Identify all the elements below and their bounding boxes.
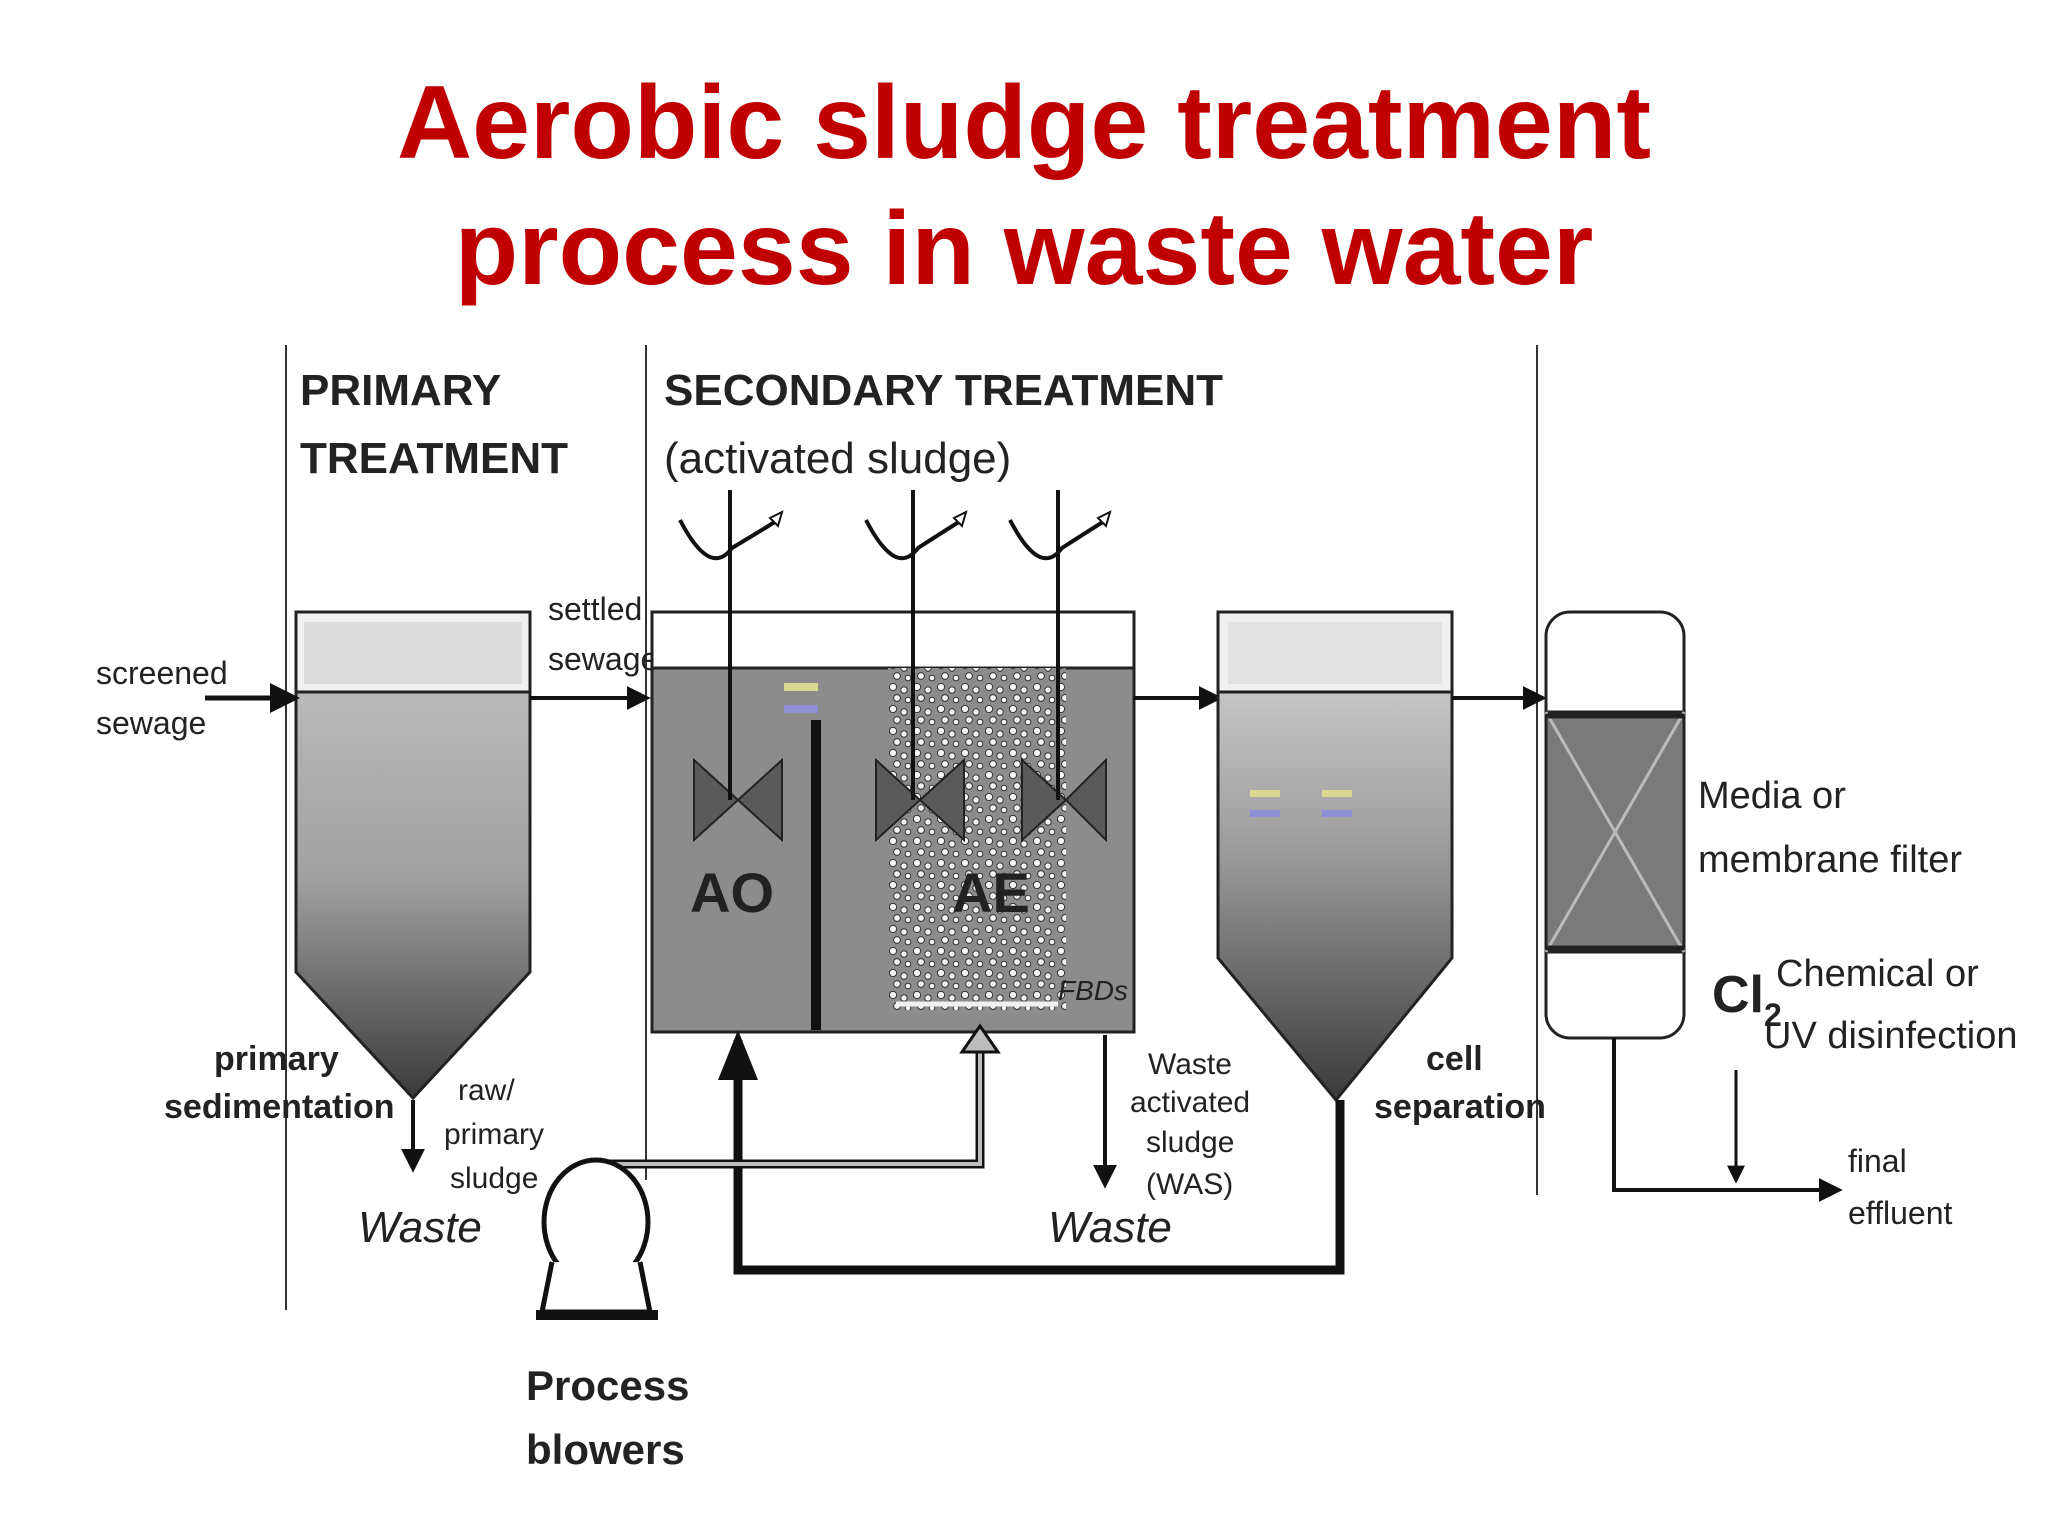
settled-sewage-label-2: sewage <box>548 641 658 677</box>
disinfection-label: Chemical or <box>1776 953 1979 995</box>
final-effluent-label: final <box>1848 1143 1907 1179</box>
mixer-arrowheads <box>768 510 1112 528</box>
filter-label: Media or <box>1698 775 1846 817</box>
was-label-3: sludge <box>1146 1126 1234 1159</box>
ae-label: AE <box>952 861 1030 924</box>
cell-separation-label: cell <box>1426 1040 1483 1078</box>
filter-label-2: membrane filter <box>1698 839 1962 881</box>
settled-sewage-label: settled <box>548 591 642 627</box>
media-filter <box>1544 610 1686 1040</box>
screened-sewage-label: screened <box>96 655 228 691</box>
secondary-heading-2: (activated sludge) <box>664 434 1011 483</box>
effluent-line <box>1612 1038 1843 1202</box>
air-supply-line-inner <box>598 1040 982 1166</box>
air-supply-arrowhead <box>959 1023 1001 1054</box>
process-blowers-label-2: blowers <box>526 1426 685 1473</box>
primary-heading: PRIMARY <box>300 366 501 415</box>
disinfection-label-2: UV disinfection <box>1764 1015 2017 1057</box>
process-blower <box>536 1157 658 1320</box>
activated-sludge-tank <box>650 610 1136 1034</box>
screened-sewage-label-2: sewage <box>96 705 206 741</box>
waste-label-middle: Waste <box>1048 1203 1172 1252</box>
return-sludge-line <box>733 1040 1345 1275</box>
was-label-2: activated <box>1130 1086 1250 1119</box>
raw-sludge-label: raw/ <box>458 1074 515 1107</box>
secondary-heading: SECONDARY TREATMENT <box>664 366 1223 415</box>
fbds-label: FBDs <box>1058 975 1128 1006</box>
raw-sludge-label-3: sludge <box>450 1162 538 1195</box>
primary-sedimentation-label: primary <box>214 1040 339 1078</box>
cl2-label: Cl2 <box>1712 966 1782 1033</box>
raw-sludge-label-2: primary <box>444 1118 544 1151</box>
air-supply-line <box>598 1040 985 1169</box>
title-line-2: process in waste water <box>454 191 1594 307</box>
primary-heading-2: TREATMENT <box>300 434 568 483</box>
title-line-1: Aerobic sludge treatment <box>396 65 1652 181</box>
primary-sedimentation-tank <box>294 610 532 1101</box>
secondary-clarifier <box>1216 610 1454 1103</box>
cell-separation-label-2: separation <box>1374 1088 1546 1126</box>
process-blowers-label: Process <box>526 1362 689 1409</box>
primary-sedimentation-label-2: sedimentation <box>164 1088 394 1126</box>
final-effluent-label-2: effluent <box>1848 1195 1953 1231</box>
was-label-4: (WAS) <box>1146 1168 1233 1201</box>
page-title: Aerobic sludge treatment process in wast… <box>0 60 2048 312</box>
return-sludge-arrowhead <box>718 1030 758 1080</box>
was-label: Waste <box>1148 1048 1232 1081</box>
mixer-shafts <box>678 490 1108 800</box>
ao-label: AO <box>690 861 774 924</box>
waste-label-left: Waste <box>358 1203 482 1252</box>
